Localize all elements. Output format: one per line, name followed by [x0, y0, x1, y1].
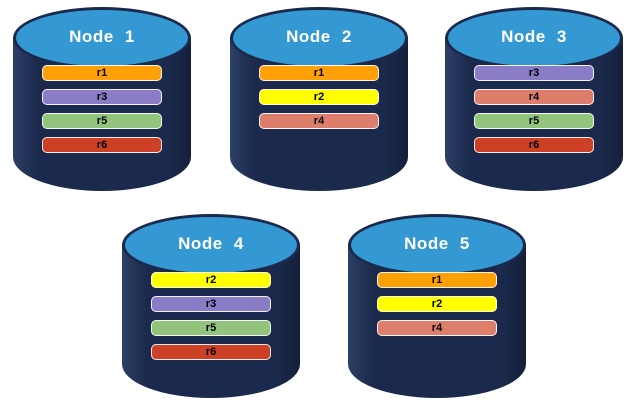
cylinder-top-ellipse: Node 3 — [445, 7, 623, 69]
node-title: Node 3 — [501, 27, 567, 46]
replica-bar-r1: r1 — [377, 272, 497, 288]
replica-list: r1 r3 r5 r6 — [42, 65, 162, 153]
replica-bar-r6: r6 — [151, 344, 271, 360]
replica-bar-r3: r3 — [151, 296, 271, 312]
replica-bar-r5: r5 — [42, 113, 162, 129]
replica-list: r2 r3 r5 r6 — [151, 272, 271, 360]
node-title: Node 5 — [404, 234, 470, 253]
replica-bar-r5: r5 — [151, 320, 271, 336]
node-5-cylinder: Node 5 r1 r2 r4 — [348, 214, 526, 398]
replica-bar-r4: r4 — [377, 320, 497, 336]
replica-bar-r2: r2 — [259, 89, 379, 105]
node-3-cylinder: Node 3 r3 r4 r5 r6 — [445, 7, 623, 191]
replica-bar-r2: r2 — [151, 272, 271, 288]
replica-bar-r2: r2 — [377, 296, 497, 312]
node-title: Node 4 — [178, 234, 244, 253]
cylinder-top-ellipse: Node 4 — [122, 214, 300, 276]
node-title: Node 1 — [69, 27, 135, 46]
replica-bar-r3: r3 — [474, 65, 594, 81]
replica-bar-r1: r1 — [259, 65, 379, 81]
replica-list: r3 r4 r5 r6 — [474, 65, 594, 153]
replica-list: r1 r2 r4 — [377, 272, 497, 336]
node-2-cylinder: Node 2 r1 r2 r4 — [230, 7, 408, 191]
node-4-cylinder: Node 4 r2 r3 r5 r6 — [122, 214, 300, 398]
replica-bar-r1: r1 — [42, 65, 162, 81]
cylinder-top-ellipse: Node 5 — [348, 214, 526, 276]
cylinder-top-ellipse: Node 2 — [230, 7, 408, 69]
node-1-cylinder: Node 1 r1 r3 r5 r6 — [13, 7, 191, 191]
replica-list: r1 r2 r4 — [259, 65, 379, 129]
replica-bar-r4: r4 — [259, 113, 379, 129]
replica-bar-r6: r6 — [474, 137, 594, 153]
replica-bar-r3: r3 — [42, 89, 162, 105]
replica-bar-r5: r5 — [474, 113, 594, 129]
replica-bar-r6: r6 — [42, 137, 162, 153]
cylinder-top-ellipse: Node 1 — [13, 7, 191, 69]
node-title: Node 2 — [286, 27, 352, 46]
replica-bar-r4: r4 — [474, 89, 594, 105]
